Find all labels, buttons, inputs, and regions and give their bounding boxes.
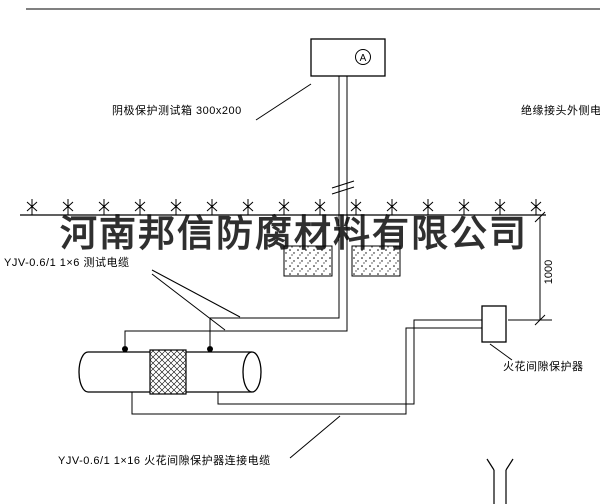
test-cable-label: YJV-0.6/1 1×6 测试电缆 [4,257,130,269]
meter-symbol: A [360,53,367,64]
dimension-1000 [508,211,552,326]
test-cable-leaders [151,269,241,331]
test-box-leader [255,83,312,121]
cable-terminals [122,346,213,352]
connection-cable-leader [289,415,341,459]
pipe-stub-symbol [486,458,514,504]
concrete-blocks [283,245,401,277]
insulating-joint [149,349,187,395]
company-watermark: 河南邦信防腐材料有限公司 [60,211,528,255]
test-box-label: 阴极保护测试箱 300x200 [112,105,242,117]
test-cables [124,300,348,346]
protector-cables [131,319,482,415]
connection-cable-label: YJV-0.6/1 1×16 火花间隙保护器连接电缆 [58,455,271,467]
insulated-joint-cable-label: 绝缘接头外侧电缆 [521,105,600,117]
spark-gap-protector [481,305,507,343]
riser-conduit [331,76,355,300]
dimension-text: 1000 [543,260,555,284]
protector-leader [489,343,513,361]
test-box [310,38,386,77]
spark-gap-protector-label: 火花间隙保护器 [503,361,584,373]
